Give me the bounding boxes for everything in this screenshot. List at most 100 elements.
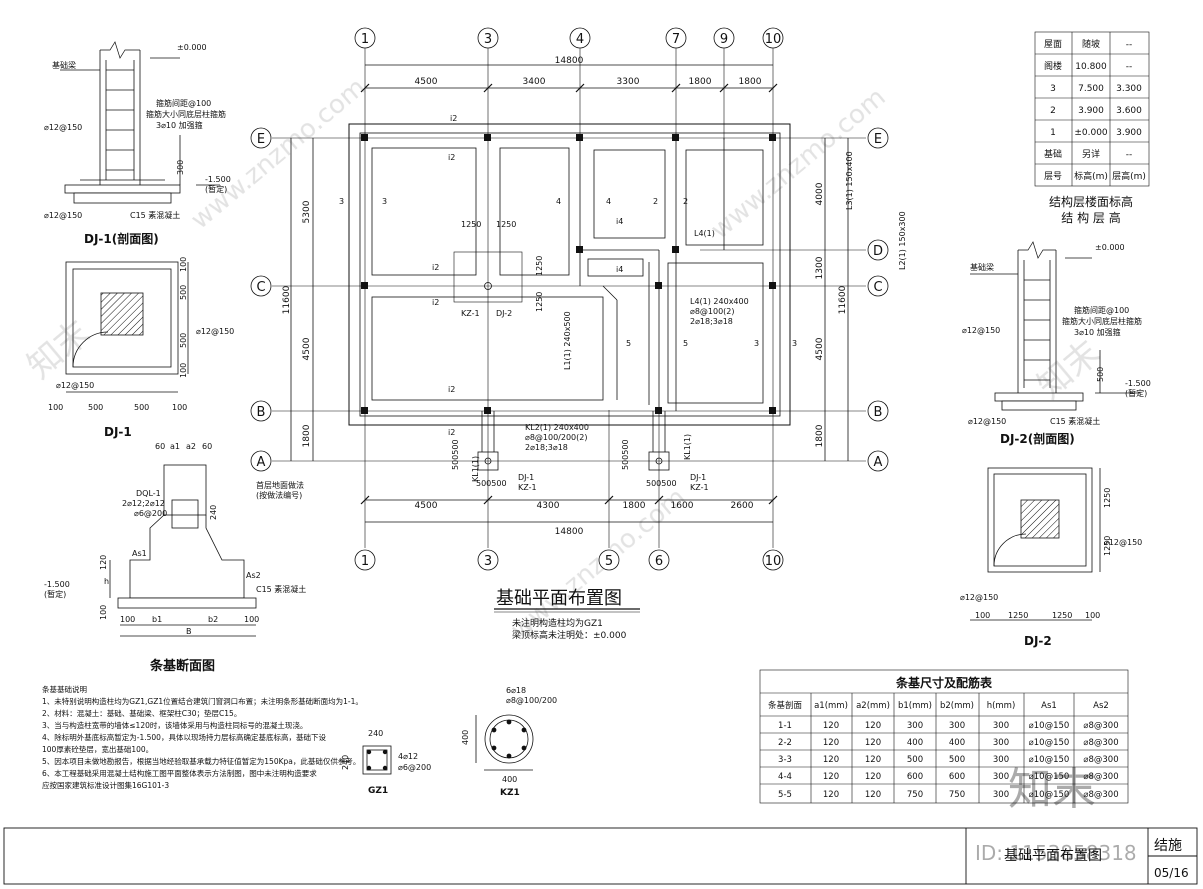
- strip-section-title: 条基断面图: [150, 658, 215, 674]
- label-kl1: KL1(1): [471, 456, 480, 482]
- label-i2: i2: [432, 298, 439, 307]
- dim-bottom-4: 1600: [671, 501, 694, 511]
- label-i2: i2: [448, 385, 455, 394]
- level-cell: 另详: [1082, 148, 1100, 160]
- kz1-bars: 6⌀18: [506, 686, 526, 695]
- label-dim-500: 500500: [621, 439, 630, 470]
- label-strip-4: 4: [556, 197, 561, 206]
- strip-dim-bottom: 100: [244, 615, 259, 624]
- label-i2: i2: [432, 263, 439, 272]
- axis-right-B: B: [874, 405, 883, 420]
- label-l1: L1(1) 240x500: [563, 311, 572, 370]
- gz1-bars: 4⌀12: [398, 752, 418, 761]
- dj1-bar-2: ⌀12@150: [44, 211, 82, 220]
- dj2-plan-bar: ⌀12@150: [1104, 538, 1142, 547]
- level-header: 标高(m): [1074, 170, 1108, 182]
- label-dim-500: 500500: [451, 439, 460, 470]
- plan-note-1: 未注明构造柱均为GZ1: [512, 617, 603, 629]
- notes-item: 应按国家建筑标准设计图集16G101-3: [42, 780, 169, 790]
- level-cell: --: [1126, 40, 1133, 50]
- notes-title: 条基基础说明: [42, 684, 87, 694]
- dj2-dim: 1250: [1008, 611, 1028, 620]
- level-cell: 阁楼: [1044, 60, 1062, 72]
- strip-table-header: As1: [1041, 701, 1057, 711]
- strip-table-cell: 750: [949, 790, 965, 800]
- dj2-dim-v: 1250: [1103, 536, 1112, 556]
- dj2-dim: 1250: [1052, 611, 1072, 620]
- strip-dim-top: 60: [202, 442, 212, 451]
- notes-item: 6、本工程基础采用混凝土结构施工图平面整体表示方法制图，图中未注明构造要求: [42, 768, 317, 778]
- strip-table-cell: ⌀10@150: [1029, 738, 1070, 748]
- strip-table-cell: 400: [949, 738, 965, 748]
- dj1-elev-note: (暂定): [205, 184, 227, 194]
- plan-title: 基础平面布置图: [496, 588, 622, 609]
- level-table-text: 屋面 随坡 -- 阁楼 10.800 -- 3 7.500 3.300 2 3.…: [1044, 38, 1146, 225]
- notes: 条基基础说明 1、未特别说明构造柱均为GZ1,GZ1位置结合建筑门窗洞口布置；未…: [42, 684, 363, 790]
- level-cell: ±0.000: [1074, 128, 1108, 138]
- strip-concrete: C15 素混凝土: [256, 584, 306, 594]
- strip-dim-100: 100: [99, 605, 108, 620]
- label-kl2-stirrup: ⌀8@100/200(2): [525, 433, 587, 442]
- strip-table-cell: 5-5: [778, 790, 792, 800]
- strip-table-cell: 750: [907, 790, 923, 800]
- label-dim-500: 500500: [476, 479, 507, 488]
- strip-as1: As1: [132, 549, 147, 558]
- title-block: [3, 827, 1198, 885]
- level-table-subtitle: 结 构 层 高: [1061, 210, 1120, 225]
- strip-table-cell: 300: [907, 721, 923, 731]
- strip-table-header: 条基剖面: [768, 700, 803, 711]
- strip-table: [759, 669, 1129, 804]
- label-i2: i2: [448, 153, 455, 162]
- label-i4: i4: [616, 265, 623, 274]
- dj1-dim: 100: [172, 403, 187, 412]
- dim-top-5: 1800: [739, 77, 762, 87]
- dim-right-3: 4500: [815, 337, 825, 360]
- dim-bottom-2: 4300: [537, 501, 560, 511]
- dj1-elev-bottom: -1.500: [205, 175, 231, 184]
- level-header: 层高(m): [1112, 170, 1146, 182]
- dim-left-1: 5300: [302, 200, 312, 223]
- level-cell: 2: [1050, 106, 1056, 116]
- label-dim-1250: 1250: [535, 292, 544, 312]
- strip-table-cell: ⌀8@300: [1083, 738, 1118, 748]
- strip-table-header: a2(mm): [856, 701, 890, 711]
- gz1-text: 240 240 4⌀12 ⌀6@200 GZ1: [341, 729, 431, 796]
- dj1-plan-title: DJ-1: [104, 425, 132, 439]
- notes-item: 2、材料：混凝土：基础、基础梁、框架柱C30；垫层C15。: [42, 708, 241, 718]
- dj2-elev-top: ±0.000: [1095, 243, 1125, 252]
- strip-table-cell: 120: [823, 721, 839, 731]
- axis-right-E: E: [874, 132, 882, 147]
- level-cell: 3.900: [1078, 106, 1104, 116]
- label-strip-3: 3: [382, 197, 387, 206]
- dim-bottom-5: 2600: [731, 501, 754, 511]
- dj1-plan-bar: ⌀12@150: [196, 327, 234, 336]
- dj1-dim-v: 100: [179, 363, 188, 378]
- dj1-dim: 100: [48, 403, 63, 412]
- strip-dim-total: B: [186, 627, 192, 636]
- strip-dim-240: 240: [209, 505, 218, 520]
- strip-table-header: b2(mm): [940, 701, 974, 711]
- strip-table-cell: 500: [907, 755, 923, 765]
- level-cell: 3: [1050, 84, 1056, 94]
- strip-table-cell: 600: [907, 772, 923, 782]
- title-block-sheet: 05/16: [1154, 866, 1189, 880]
- strip-table-cell: 300: [993, 790, 1009, 800]
- level-cell: 3.300: [1116, 84, 1142, 94]
- dj2-dim: 100: [1085, 611, 1100, 620]
- strip-table-header: As2: [1093, 701, 1109, 711]
- label-i2: i2: [450, 114, 457, 123]
- strip-elev: -1.500: [44, 580, 70, 589]
- label-l2: L2(1) 150x300: [898, 211, 907, 270]
- plan-note-2: 梁顶标高未注明处：±0.000: [512, 629, 627, 641]
- dim-right-total: 11600: [838, 285, 848, 314]
- dj2-plan-bar2: ⌀12@150: [960, 593, 998, 602]
- strip-table-cell: ⌀8@300: [1083, 755, 1118, 765]
- axis-top-9: 9: [720, 32, 728, 47]
- axis-right-A: A: [874, 455, 883, 470]
- strip-table-header: h(mm): [987, 701, 1016, 711]
- dj2-beam-label: 基础梁: [970, 262, 994, 272]
- strip-table-cell: 120: [865, 755, 881, 765]
- level-table: [1034, 31, 1150, 187]
- watermark-logo-main: 知末: [1008, 764, 1096, 815]
